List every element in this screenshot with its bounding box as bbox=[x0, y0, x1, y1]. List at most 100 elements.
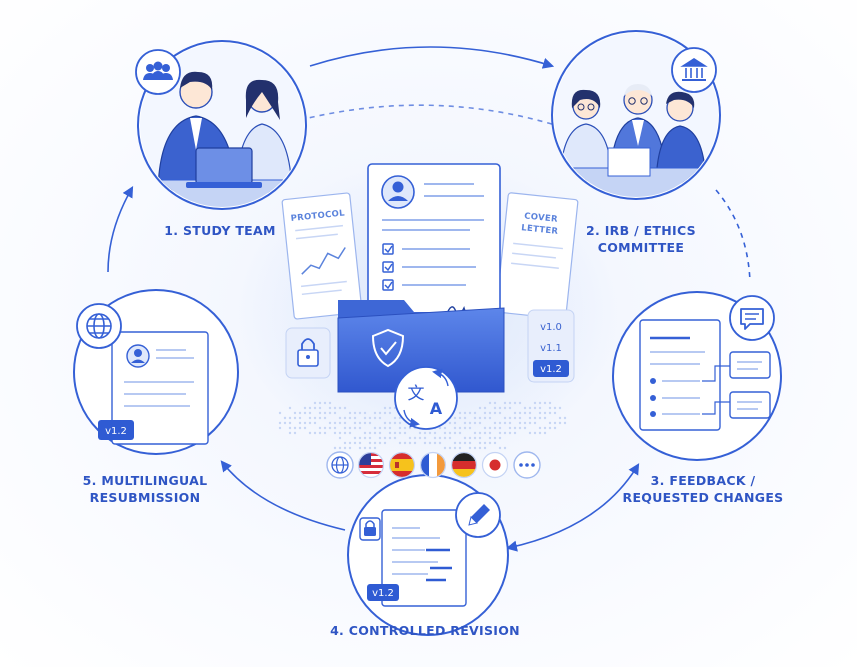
map-dot bbox=[503, 416, 507, 420]
map-dot bbox=[383, 411, 387, 415]
map-dot bbox=[513, 426, 517, 430]
map-dot bbox=[493, 421, 497, 425]
map-dot bbox=[348, 446, 352, 450]
lock-icon bbox=[297, 338, 319, 367]
map-dot bbox=[333, 406, 337, 410]
map-dot bbox=[508, 421, 512, 425]
map-dot bbox=[383, 421, 387, 425]
map-dot bbox=[338, 406, 342, 410]
map-dot bbox=[333, 421, 337, 425]
map-dot bbox=[513, 401, 517, 405]
map-dot bbox=[528, 411, 532, 415]
map-dot bbox=[413, 441, 417, 445]
lang-jp-flag-icon[interactable] bbox=[481, 451, 509, 479]
lang-de-flag-icon[interactable] bbox=[450, 451, 478, 479]
cover-letter-title-1: COVER bbox=[524, 211, 559, 224]
map-dot bbox=[483, 406, 487, 410]
map-dot bbox=[518, 421, 522, 425]
map-dot bbox=[373, 431, 377, 435]
map-dot bbox=[293, 416, 297, 420]
map-dot bbox=[498, 411, 502, 415]
map-dot bbox=[348, 431, 352, 435]
lang-globe-icon[interactable] bbox=[326, 451, 354, 479]
stage-feedback bbox=[612, 291, 782, 461]
label-irb-2: COMMITTEE bbox=[597, 240, 685, 255]
map-dot bbox=[538, 411, 542, 415]
map-dot bbox=[308, 431, 312, 435]
map-dot bbox=[563, 416, 567, 420]
map-dot bbox=[313, 431, 317, 435]
svg-text:A: A bbox=[430, 399, 443, 418]
map-dot bbox=[488, 401, 492, 405]
map-dot bbox=[353, 411, 357, 415]
center-documents: PROTOCOL COVER LETTER bbox=[281, 163, 579, 430]
map-dot bbox=[378, 411, 382, 415]
map-dot bbox=[283, 416, 287, 420]
map-dot bbox=[473, 446, 477, 450]
map-dot bbox=[313, 406, 317, 410]
map-dot bbox=[308, 421, 312, 425]
map-dot bbox=[378, 431, 382, 435]
stage-irb bbox=[551, 30, 721, 200]
map-dot bbox=[318, 411, 322, 415]
map-dot bbox=[488, 411, 492, 415]
version-1-1: v1.1 bbox=[540, 343, 562, 354]
map-dot bbox=[463, 411, 467, 415]
map-dot bbox=[453, 446, 457, 450]
label-irb-1: 2. IRB / ETHICS bbox=[586, 223, 696, 238]
map-dot bbox=[293, 411, 297, 415]
map-dot bbox=[478, 446, 482, 450]
map-dot bbox=[343, 421, 347, 425]
label-resub-1: 5. MULTILINGUAL bbox=[82, 473, 208, 488]
map-dot bbox=[528, 421, 532, 425]
map-dot bbox=[418, 431, 422, 435]
map-dot bbox=[458, 426, 462, 430]
map-dot bbox=[403, 431, 407, 435]
version-1-2: v1.2 bbox=[540, 364, 562, 375]
map-dot bbox=[533, 416, 537, 420]
map-dot bbox=[338, 446, 342, 450]
arrow-team-irb-dashed bbox=[299, 104, 556, 126]
map-dot bbox=[483, 441, 487, 445]
map-dot bbox=[543, 426, 547, 430]
map-dot bbox=[418, 436, 422, 440]
map-dot bbox=[503, 446, 507, 450]
map-dot bbox=[493, 441, 497, 445]
map-dot bbox=[503, 421, 507, 425]
svg-text:文: 文 bbox=[408, 384, 425, 404]
map-dot bbox=[443, 431, 447, 435]
lang-us-flag-icon[interactable] bbox=[357, 451, 385, 479]
map-dot bbox=[388, 436, 392, 440]
map-dot bbox=[483, 446, 487, 450]
lang-es-flag-icon[interactable] bbox=[388, 451, 416, 479]
map-dot bbox=[363, 421, 367, 425]
lang-more-icon[interactable] bbox=[513, 451, 541, 479]
arrow-revision-to-resub bbox=[220, 460, 346, 531]
arrow-feedback-revision bbox=[505, 463, 640, 552]
map-dot bbox=[408, 426, 412, 430]
stage-revision: v1.2 bbox=[347, 474, 509, 636]
revision-version-badge: v1.2 bbox=[372, 588, 394, 599]
map-dot bbox=[458, 441, 462, 445]
map-dot bbox=[458, 446, 462, 450]
map-dot bbox=[538, 401, 542, 405]
map-dot bbox=[493, 426, 497, 430]
map-dot bbox=[323, 411, 327, 415]
map-dot bbox=[518, 416, 522, 420]
map-dot bbox=[288, 431, 292, 435]
map-dot bbox=[493, 406, 497, 410]
map-dot bbox=[448, 421, 452, 425]
lang-fr-flag-icon[interactable] bbox=[419, 451, 447, 479]
map-dot bbox=[553, 421, 557, 425]
map-dot bbox=[473, 416, 477, 420]
map-dot bbox=[438, 426, 442, 430]
map-dot bbox=[463, 421, 467, 425]
map-dot bbox=[308, 406, 312, 410]
map-dot bbox=[548, 401, 552, 405]
map-dot bbox=[323, 426, 327, 430]
map-dot bbox=[403, 426, 407, 430]
map-dot bbox=[498, 431, 502, 435]
map-dot bbox=[453, 426, 457, 430]
map-dot bbox=[488, 416, 492, 420]
map-dot bbox=[478, 441, 482, 445]
